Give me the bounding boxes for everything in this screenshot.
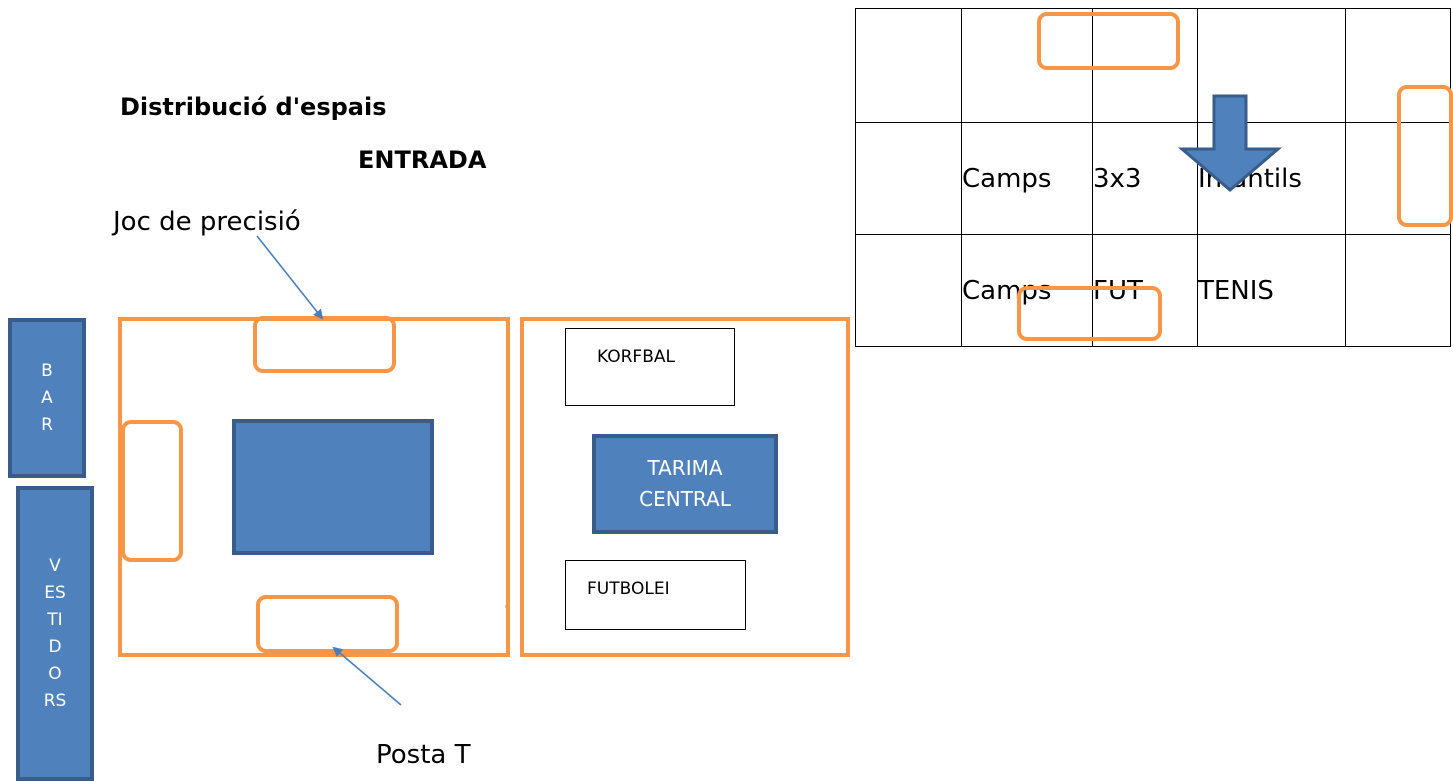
precision-arrow [256,235,324,320]
vestidors-letter: ES [44,582,66,603]
entrance-label: ENTRADA [358,146,487,174]
tarima-line: CENTRAL [639,487,731,511]
courts-table: Camps 3x3 Infantils Camps FUT TENIS [855,8,1451,347]
korfbal-label: KORFBAL [597,347,675,367]
entrance-arrow-icon [1177,94,1283,192]
table-bottom-zone [1017,286,1162,341]
posta-t-zone [256,595,399,653]
side-zone [121,420,183,562]
table-row: Camps 3x3 Infantils [855,122,1451,235]
table-row: Camps FUT TENIS [855,234,1451,347]
tarima-line: TARIMA [647,456,723,480]
table-cell: Camps [961,234,1093,347]
vestidors-letter: TI [47,609,63,630]
bar-letter: A [41,387,53,408]
bar-block: B A R [8,318,86,478]
vestidors-letter: O [48,663,62,684]
korfbal-box: KORFBAL [565,328,735,406]
table-cell: 3x3 [1092,122,1198,235]
posta-t-arrow [332,646,402,706]
futbolei-label: FUTBOLEI [587,579,670,599]
precision-game-label: Joc de precisió [113,207,301,237]
posta-t-label: Posta T [376,740,471,770]
table-cell: TENIS [1197,234,1346,347]
bar-letter: B [41,360,53,381]
table-cell [961,8,1093,123]
vestidors-letter: D [48,636,62,657]
table-cell: Camps [961,122,1093,235]
precision-game-zone [253,316,396,373]
table-cell [1345,234,1451,347]
central-court [232,419,434,555]
table-side-zone [1397,85,1453,227]
vestidors-letter: V [49,555,61,576]
futbolei-box: FUTBOLEI [565,560,746,630]
bar-letter: R [41,414,53,435]
table-cell [855,234,962,347]
vestidors-block: V ES TI D O RS [16,486,94,781]
vestidors-letter: RS [43,690,67,711]
diagram-title: Distribució d'espais [120,93,387,121]
table-top-zone [1037,12,1180,70]
tarima-central: TARIMA CENTRAL [592,434,778,534]
table-cell [855,122,962,235]
right-field [520,317,850,657]
table-cell [1092,8,1198,123]
table-cell: FUT [1092,234,1198,347]
